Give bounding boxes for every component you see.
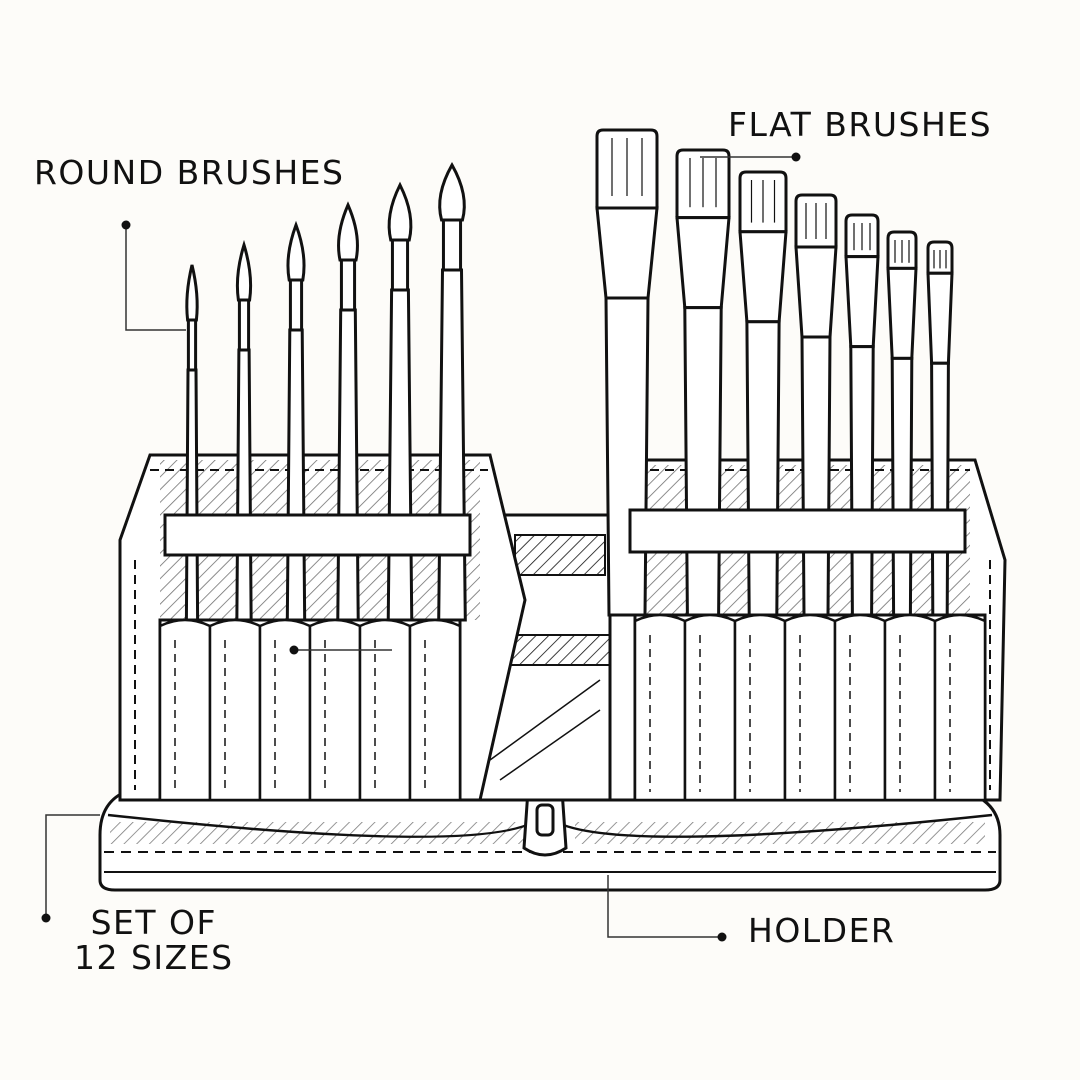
brush-pocket — [933, 613, 987, 802]
brush-pocket — [408, 618, 462, 802]
brush-pocket — [158, 618, 212, 802]
round-brush — [285, 220, 307, 622]
brush-pocket — [258, 618, 312, 802]
label-set-of-sizes: SET OF 12 SIZES — [74, 903, 234, 977]
right-elastic-band — [628, 508, 967, 554]
brush-pocket — [733, 613, 787, 802]
round-brush — [336, 201, 360, 622]
label-round-brushes: ROUND BRUSHES — [34, 153, 345, 192]
leader-dot-flat — [791, 152, 801, 162]
round-brush — [184, 264, 200, 622]
brush-pocket — [883, 613, 937, 802]
label-flat-brushes: FLAT BRUSHES — [728, 105, 993, 144]
label-set-line1: SET OF — [90, 903, 217, 942]
left-elastic-band — [163, 513, 472, 557]
flat-brush — [926, 240, 954, 617]
brush-pocket — [633, 613, 687, 802]
leader-lines — [45, 156, 796, 938]
leader-dot-pocket — [289, 645, 299, 655]
brush-pocket — [358, 618, 412, 802]
brush-pocket — [308, 618, 362, 802]
flat-brush — [844, 213, 880, 617]
label-set-line2: 12 SIZES — [74, 937, 234, 977]
brush-pocket — [208, 618, 262, 802]
zipper-pull — [522, 788, 568, 857]
right-pocket-row — [633, 613, 987, 802]
round-brush — [235, 239, 253, 622]
leader-dot-holder — [717, 932, 727, 942]
leader-dot-set — [41, 913, 51, 923]
leader-set-of-sizes — [45, 814, 100, 918]
brush-pocket — [833, 613, 887, 802]
left-pocket-row — [158, 618, 462, 802]
leader-holder — [607, 875, 722, 938]
label-holder: HOLDER — [748, 911, 896, 950]
leader-dot-round — [121, 220, 131, 230]
flat-brush — [886, 230, 918, 617]
brush-pocket — [683, 613, 737, 802]
brush-pocket — [783, 613, 837, 802]
leader-dots — [41, 152, 801, 942]
leader-round-brushes — [125, 225, 186, 331]
